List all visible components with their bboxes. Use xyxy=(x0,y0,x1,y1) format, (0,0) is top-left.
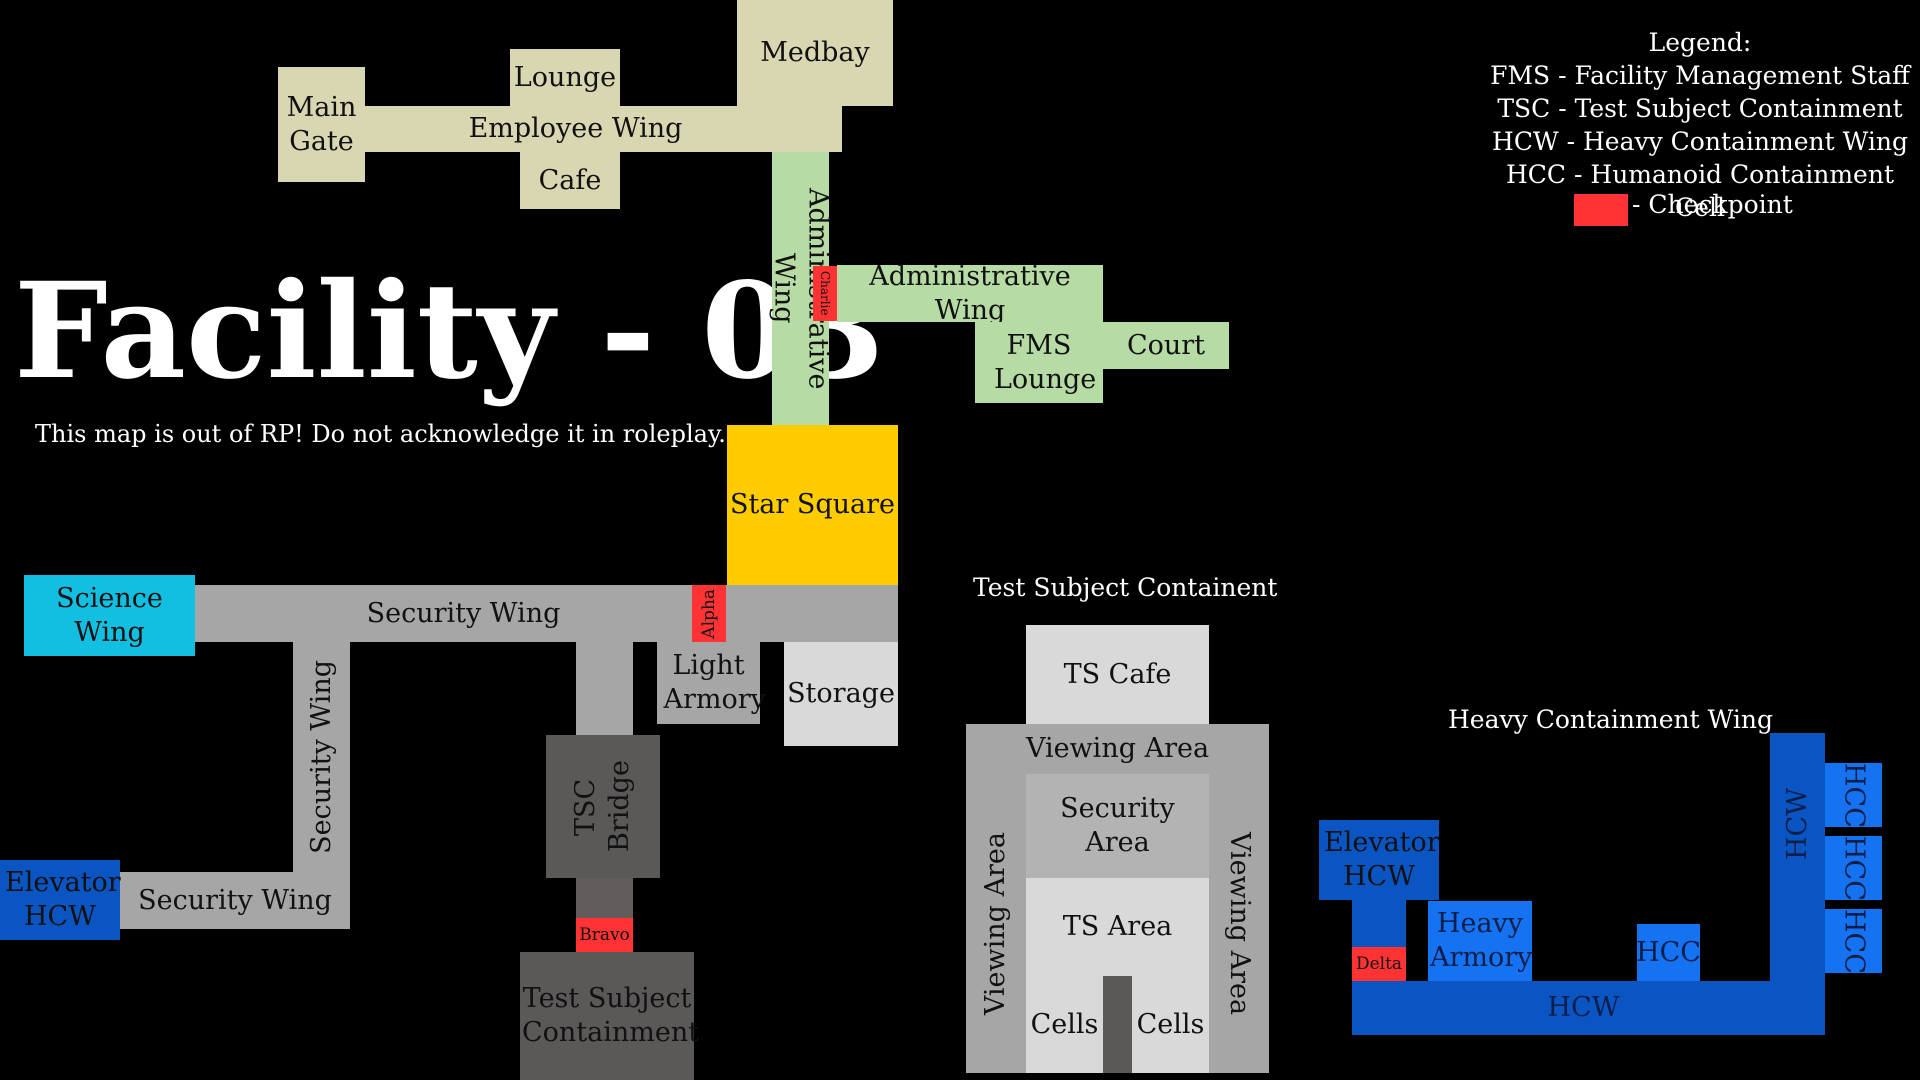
elevator-hcw-left-label: Elevator HCW xyxy=(5,867,121,932)
map-title: Facility - 03 xyxy=(14,254,885,409)
disclaimer: This map is out of RP! Do not acknowledg… xyxy=(35,420,726,448)
storage-label: Storage xyxy=(787,678,895,710)
hcw-bottom-label: HCW xyxy=(1547,992,1620,1024)
medbay-room[interactable]: Medbay xyxy=(737,0,893,106)
hcc-cell-1-label: HCC xyxy=(1838,762,1870,828)
test-subject-containment-room[interactable]: Test Subject Containment xyxy=(520,952,700,1080)
ts-cafe-room[interactable]: TS Cafe xyxy=(1026,625,1209,724)
legend-checkpoint-swatch xyxy=(1574,194,1628,226)
ts-cafe-label: TS Cafe xyxy=(1063,658,1172,690)
tsc-bridge-stem[interactable] xyxy=(576,878,633,918)
hcc-cell-1[interactable]: HCC xyxy=(1825,763,1882,827)
hcc-cell-2-label: HCC xyxy=(1838,835,1870,901)
heavy-armory-room[interactable]: Heavy Armory xyxy=(1428,901,1532,981)
science-wing-label: Science Wing xyxy=(56,582,163,648)
viewing-area-right-label: Viewing Area xyxy=(1223,831,1255,1016)
court-label: Court xyxy=(1126,329,1206,361)
legend-entry-hcc: HCC - Humanoid Containment Cell xyxy=(1506,160,1894,222)
heavy-containment-section-label: Heavy Containment Wing xyxy=(1448,705,1773,734)
cells-divider-corridor[interactable] xyxy=(1103,976,1132,1073)
checkpoint-alpha-label: Alpha xyxy=(699,588,719,639)
court-room[interactable]: Court xyxy=(1103,322,1229,369)
hcc-cell-2[interactable]: HCC xyxy=(1825,836,1882,900)
checkpoint-bravo-label: Bravo xyxy=(579,925,630,945)
star-square-label: Star Square xyxy=(729,489,896,521)
star-square-room[interactable]: Star Square xyxy=(727,425,898,585)
lounge-label: Lounge xyxy=(513,61,617,93)
medbay-label: Medbay xyxy=(760,37,870,69)
security-area-room[interactable]: Security Area xyxy=(1026,774,1209,878)
legend-heading: Legend: xyxy=(1648,28,1752,57)
security-wing-main-label: Security Wing xyxy=(366,597,561,629)
checkpoint-delta-label: Delta xyxy=(1355,954,1403,974)
test-subject-section-label: Test Subject Containent xyxy=(973,573,1278,602)
security-wing-vertical-label: Security Wing xyxy=(305,660,337,854)
hcw-vertical-label: HCW xyxy=(1781,788,1813,860)
cells-right-label: Cells xyxy=(1136,1008,1205,1040)
cafe-label: Cafe xyxy=(538,164,602,196)
cafe-room[interactable]: Cafe xyxy=(520,152,620,209)
ts-area-label: TS Area xyxy=(1062,911,1173,943)
security-wing-vertical-corridor[interactable]: Security Wing xyxy=(293,642,350,872)
tsc-bridge-room[interactable]: TSC Bridge xyxy=(546,735,660,878)
hcc-small-label: HCC xyxy=(1636,936,1701,968)
main-gate-room[interactable]: Main Gate xyxy=(278,67,365,182)
science-wing-room[interactable]: Science Wing xyxy=(24,575,195,656)
checkpoint-charlie[interactable]: Charlie xyxy=(813,266,837,321)
elevator-hcw-right-room[interactable]: Elevator HCW xyxy=(1319,820,1440,900)
legend-checkpoint-label: - Checkpoint xyxy=(1632,190,1793,219)
cells-left-room[interactable]: Cells xyxy=(1026,976,1103,1073)
lounge-room[interactable]: Lounge xyxy=(510,49,620,106)
legend-entry-hcw: HCW - Heavy Containment Wing xyxy=(1492,127,1908,156)
security-wing-main-corridor[interactable]: Security Wing xyxy=(195,585,898,642)
elevator-hcw-left-room[interactable]: Elevator HCW xyxy=(0,860,121,940)
legend-entry-tsc: TSC - Test Subject Containment xyxy=(1497,94,1903,123)
checkpoint-alpha[interactable]: Alpha xyxy=(692,585,726,642)
cells-left-label: Cells xyxy=(1030,1008,1099,1040)
security-area-label: Security Area xyxy=(1060,793,1175,858)
viewing-area-top[interactable]: Viewing Area xyxy=(966,724,1269,774)
hcw-connector-corridor[interactable] xyxy=(1352,900,1406,947)
legend: Legend: FMS - Facility Management Staff … xyxy=(1480,26,1920,224)
light-armory-label: Light Armory xyxy=(663,650,766,715)
legend-entry-fms: FMS - Facility Management Staff xyxy=(1490,61,1910,90)
viewing-area-top-label: Viewing Area xyxy=(1025,733,1210,765)
security-wing-lower-label: Security Wing xyxy=(138,884,332,916)
employee-wing-corridor[interactable]: Employee Wing xyxy=(365,106,842,152)
administrative-wing-corridor[interactable]: Administrative Wing xyxy=(837,261,1103,326)
fms-lounge-room[interactable]: FMS Lounge xyxy=(975,322,1103,403)
hcw-vertical-corridor[interactable]: HCW xyxy=(1770,733,1825,1035)
viewing-area-left-label: Viewing Area xyxy=(980,831,1012,1016)
elevator-hcw-right-label: Elevator HCW xyxy=(1324,827,1440,892)
hcc-small-cell[interactable]: HCC xyxy=(1636,924,1701,981)
checkpoint-charlie-label: Charlie xyxy=(818,271,832,316)
employee-wing-label: Employee Wing xyxy=(468,113,683,145)
cells-right-room[interactable]: Cells xyxy=(1132,976,1209,1073)
storage-room[interactable]: Storage xyxy=(784,642,898,746)
tsc-bridge-label: TSC Bridge xyxy=(570,759,635,852)
security-wing-lower-corridor[interactable]: Security Wing xyxy=(120,872,350,929)
test-subject-containment-label: Test Subject Containment xyxy=(522,983,700,1048)
hcc-cell-3-label: HCC xyxy=(1838,908,1870,974)
hcc-cell-3[interactable]: HCC xyxy=(1825,909,1882,973)
light-armory-room[interactable]: Light Armory xyxy=(657,642,766,724)
viewing-area-left[interactable]: Viewing Area xyxy=(966,774,1026,1073)
checkpoint-bravo[interactable]: Bravo xyxy=(576,918,633,952)
hcw-bottom-corridor[interactable]: HCW xyxy=(1352,981,1825,1035)
viewing-area-right[interactable]: Viewing Area xyxy=(1209,774,1269,1073)
fms-lounge-label: FMS Lounge xyxy=(994,329,1097,395)
ts-area-room[interactable]: TS Area xyxy=(1026,878,1209,976)
checkpoint-delta[interactable]: Delta xyxy=(1352,947,1406,981)
tsc-connector-corridor[interactable] xyxy=(576,642,633,735)
main-gate-label: Main Gate xyxy=(286,91,357,157)
administrative-wing-label: Administrative Wing xyxy=(869,260,1071,326)
heavy-armory-label: Heavy Armory xyxy=(1430,908,1533,973)
